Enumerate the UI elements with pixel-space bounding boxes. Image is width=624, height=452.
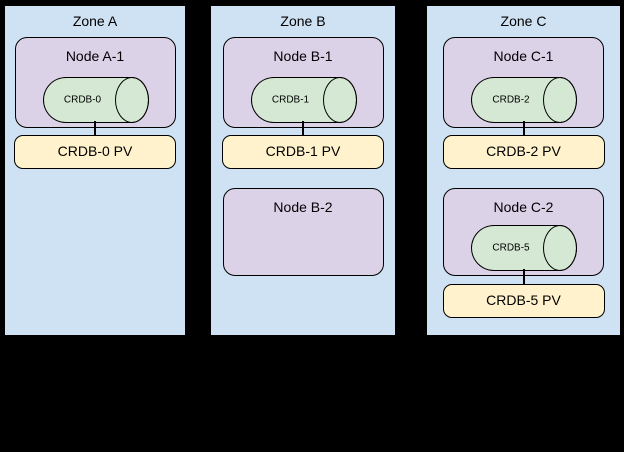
crdb-5-pv: CRDB-5 PV <box>442 284 605 318</box>
connector-node-a1-to-pv <box>94 121 96 136</box>
crdb-2-cylinder: CRDB-2 <box>471 77 577 123</box>
crdb-1-cylinder: CRDB-1 <box>250 77 357 123</box>
crdb-5-cylinder-label: CRDB-5 <box>492 242 530 254</box>
connector-node-c1-to-pv <box>522 121 525 136</box>
crdb-1-cylinder-label: CRDB-1 <box>271 94 310 106</box>
zone-c-label: Zone C <box>500 13 547 29</box>
zone-c: Zone C Node C-1 CRDB-2 CRDB-2 PV Node C-… <box>425 4 622 337</box>
crdb-0-cylinder: CRDB-0 <box>42 77 149 123</box>
node-b-1: Node B-1 CRDB-1 <box>222 37 384 128</box>
zone-a-label: Zone A <box>72 13 118 29</box>
zone-a: Zone A Node A-1 CRDB-0 CRDB-0 PV <box>3 4 187 337</box>
cylinder-end-cap <box>543 77 577 123</box>
node-c-2-label: Node C-2 <box>493 199 554 215</box>
cylinder-end-cap <box>114 77 149 123</box>
node-c-1-label: Node C-1 <box>493 48 554 64</box>
crdb-0-cylinder-label: CRDB-0 <box>63 94 102 106</box>
zone-b-label: Zone B <box>280 13 326 29</box>
zone-b: Zone B Node B-1 CRDB-1 CRDB-1 PV Node B-… <box>209 4 397 337</box>
crdb-5-cylinder: CRDB-5 <box>471 225 577 271</box>
crdb-2-cylinder-label: CRDB-2 <box>492 94 530 106</box>
node-b-1-label: Node B-1 <box>273 48 333 64</box>
node-a-1-label: Node A-1 <box>65 48 125 64</box>
node-a-1: Node A-1 CRDB-0 <box>14 37 176 128</box>
node-b-2: Node B-2 <box>222 188 384 276</box>
cylinder-end-cap <box>322 77 357 123</box>
connector-node-b1-to-pv <box>302 121 304 136</box>
cylinder-end-cap <box>543 225 577 271</box>
node-c-2: Node C-2 CRDB-5 <box>443 188 604 276</box>
crdb-2-pv: CRDB-2 PV <box>442 135 605 169</box>
crdb-1-pv: CRDB-1 PV <box>222 135 384 169</box>
connector-node-c2-to-pv <box>522 269 525 285</box>
crdb-0-pv: CRDB-0 PV <box>14 135 176 169</box>
node-c-1: Node C-1 CRDB-2 <box>443 37 604 128</box>
node-b-2-label: Node B-2 <box>273 199 333 215</box>
